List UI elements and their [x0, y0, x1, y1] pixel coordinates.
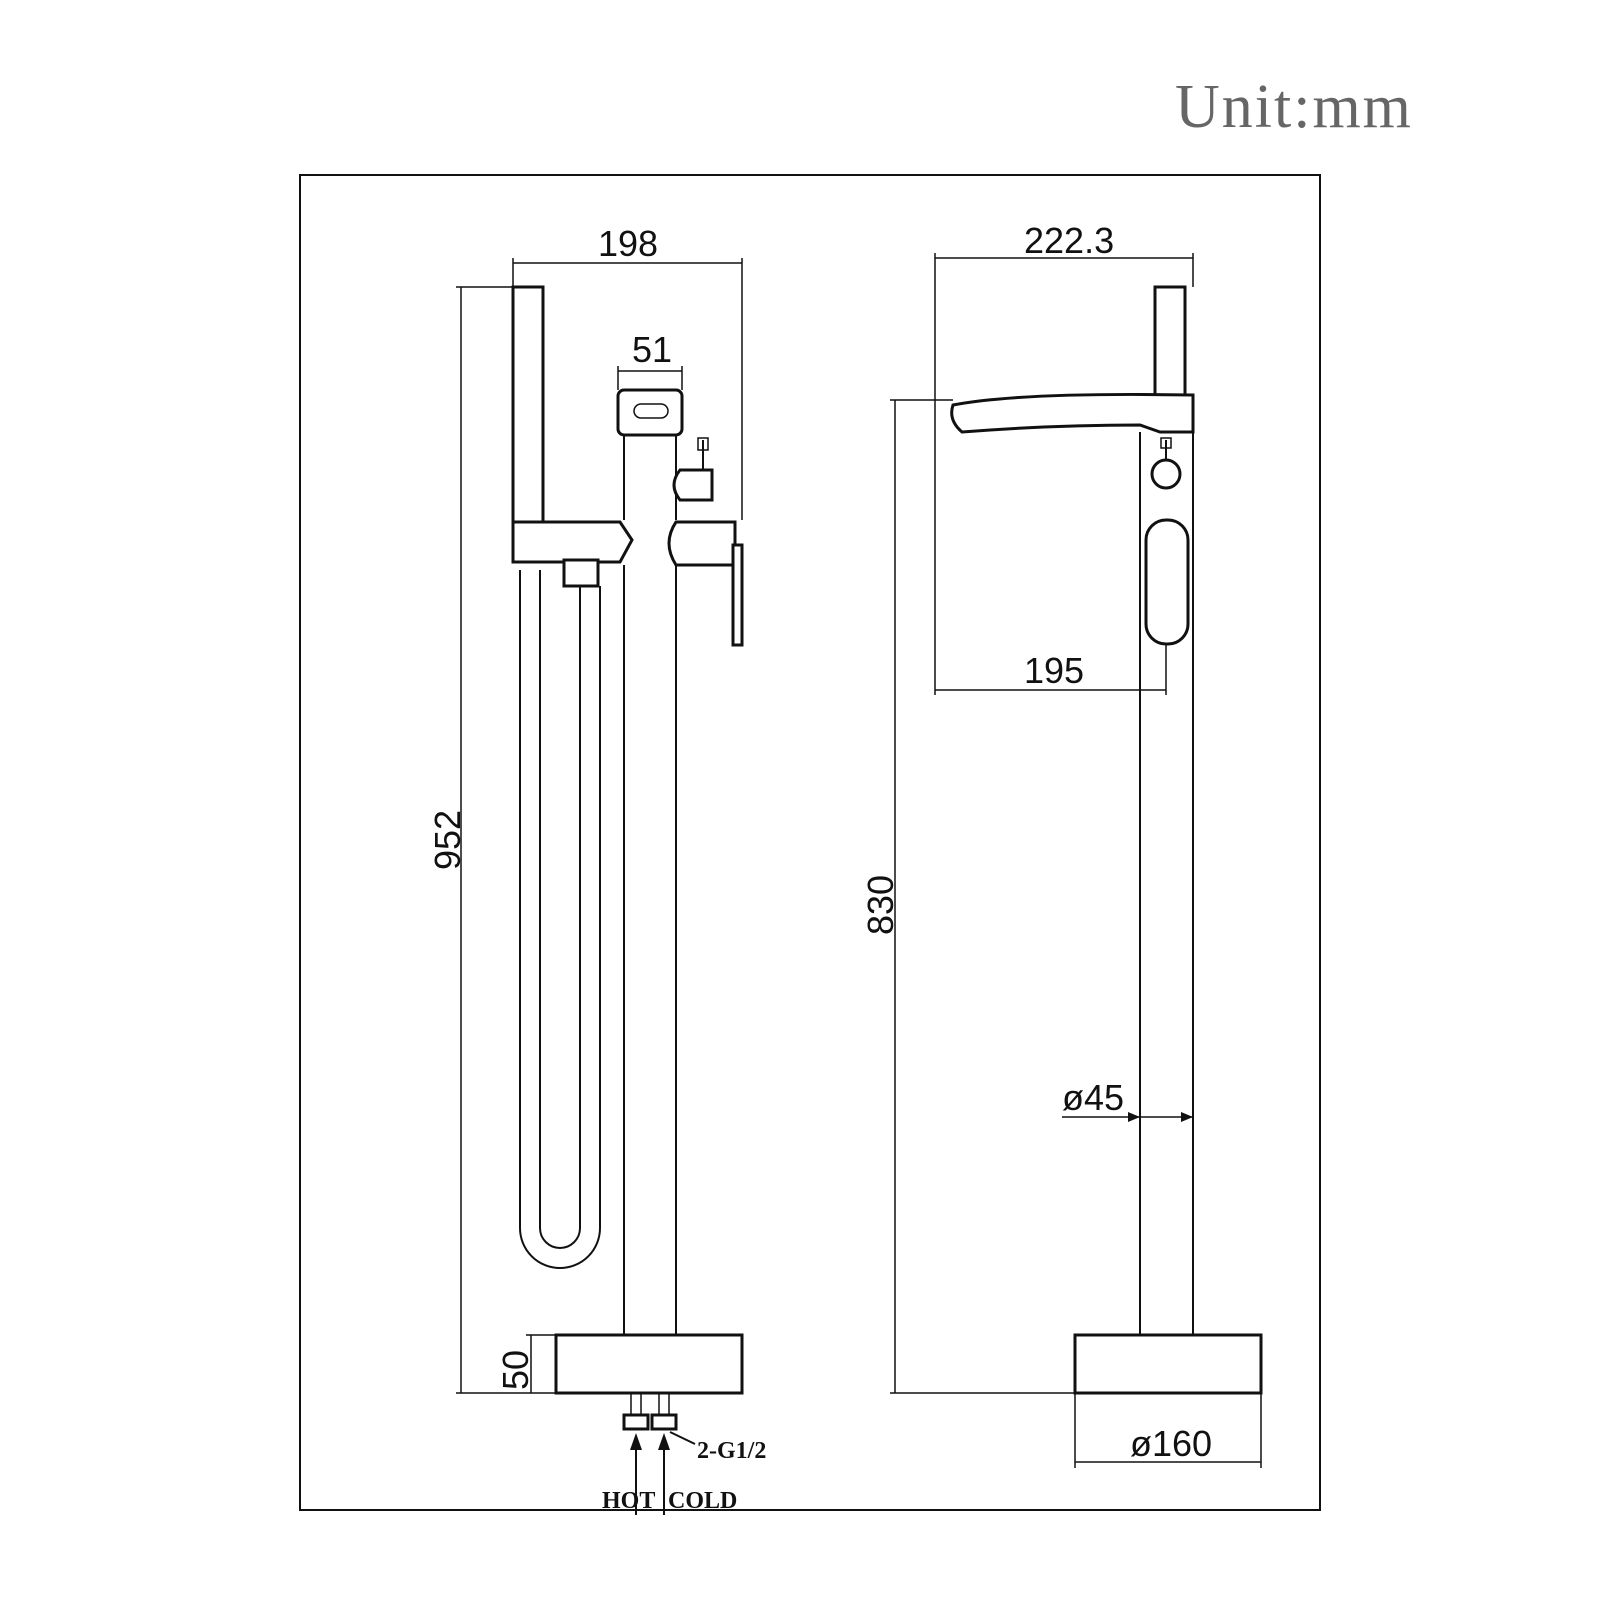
lever-handle [731, 543, 744, 647]
side-lever [1144, 518, 1190, 646]
dim-spout-height: 830 [860, 875, 901, 935]
dim-diverter-width: 51 [632, 329, 672, 370]
hose [519, 570, 601, 1269]
side-base [1073, 1333, 1263, 1395]
front-view: 198 51 952 50 2-G1/2 HOT COLD [427, 223, 766, 1515]
mixer-body [667, 520, 737, 567]
drawing-frame [299, 174, 1321, 1511]
side-view: 222.3 195 830 ø45 ø160 [860, 220, 1263, 1468]
dim-reach-total: 222.3 [1024, 220, 1114, 261]
dim-base-height: 50 [495, 1350, 536, 1390]
connection-label: 2-G1/2 [697, 1438, 766, 1464]
side-diverter-knob [1150, 458, 1182, 490]
hose-connector [562, 558, 600, 588]
unit-label: Unit:mm [1175, 73, 1413, 141]
side-handshower [1153, 285, 1187, 397]
dim-base-diameter: ø160 [1130, 1423, 1212, 1464]
hot-label: HOT [602, 1488, 655, 1514]
cold-label: COLD [668, 1488, 737, 1514]
dim-height-total: 952 [427, 810, 468, 870]
handshower-holder [511, 520, 634, 564]
front-base [554, 1333, 744, 1395]
dim-spout-reach: 195 [1024, 650, 1084, 691]
dim-column-diameter: ø45 [1062, 1077, 1124, 1118]
dim-width-total: 198 [598, 223, 658, 264]
diverter-knob [616, 388, 684, 437]
handshower [511, 285, 545, 524]
spout [950, 392, 1195, 434]
